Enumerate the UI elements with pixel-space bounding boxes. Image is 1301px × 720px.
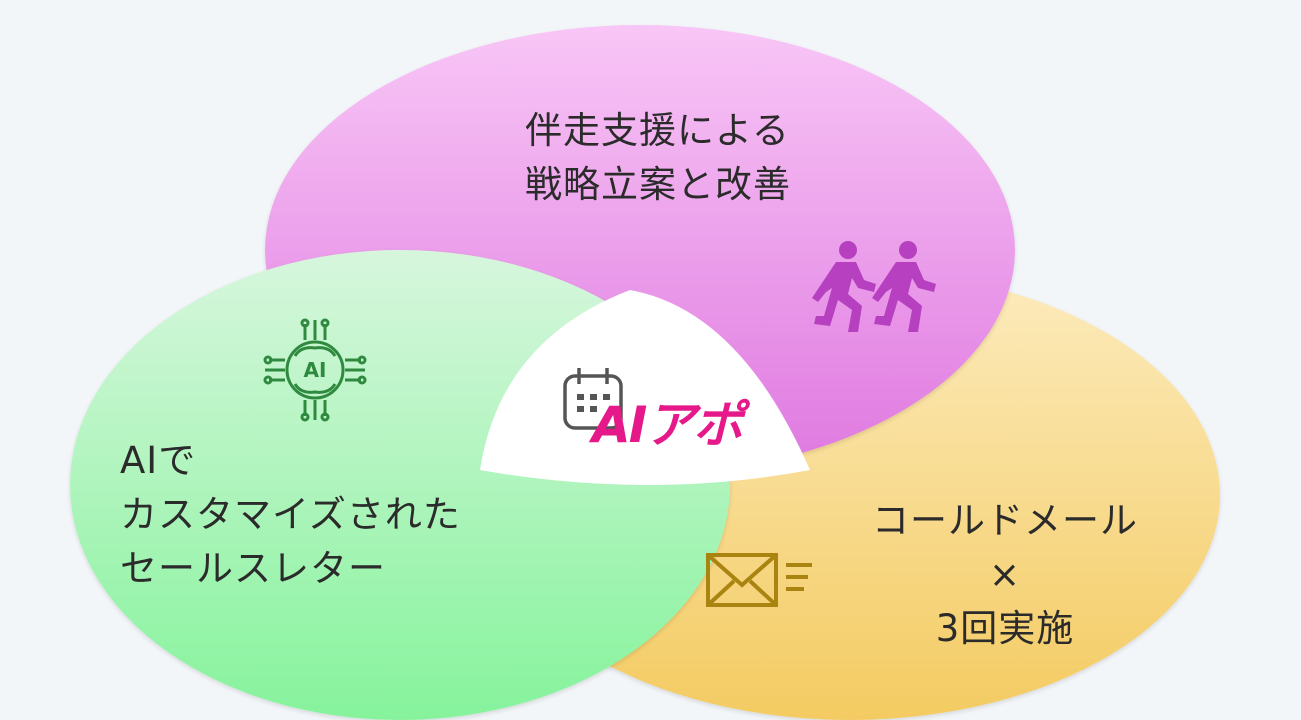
left-circle-line-3: セールスレター	[120, 547, 386, 590]
mail-icon	[706, 553, 812, 607]
center-white-window	[480, 290, 810, 485]
ai-brain-icon	[263, 318, 367, 422]
top-circle-label: 伴走支援による 戦略立案と改善	[0, 104, 1301, 212]
center-logo-text: AIアポ	[592, 396, 743, 454]
left-circle-line-2: カスタマイズされた	[120, 493, 461, 536]
right-circle-line-1: コールドメール	[872, 499, 1138, 542]
running-people-icon	[812, 241, 936, 332]
top-circle-line-1: 伴走支援による	[525, 109, 790, 152]
right-circle-label: コールドメール × 3回実施	[850, 494, 1160, 656]
right-circle-line-2: ×	[988, 553, 1021, 596]
calendar-icon	[563, 368, 623, 430]
ai-brain-icon-label: AI	[304, 358, 327, 382]
left-circle-line-1: AIで	[120, 439, 197, 482]
right-circle-line-3: 3回実施	[935, 607, 1075, 650]
top-circle-line-2: 戦略立案と改善	[525, 163, 791, 206]
left-circle-label: AIで カスタマイズされた セールスレター	[120, 434, 461, 596]
